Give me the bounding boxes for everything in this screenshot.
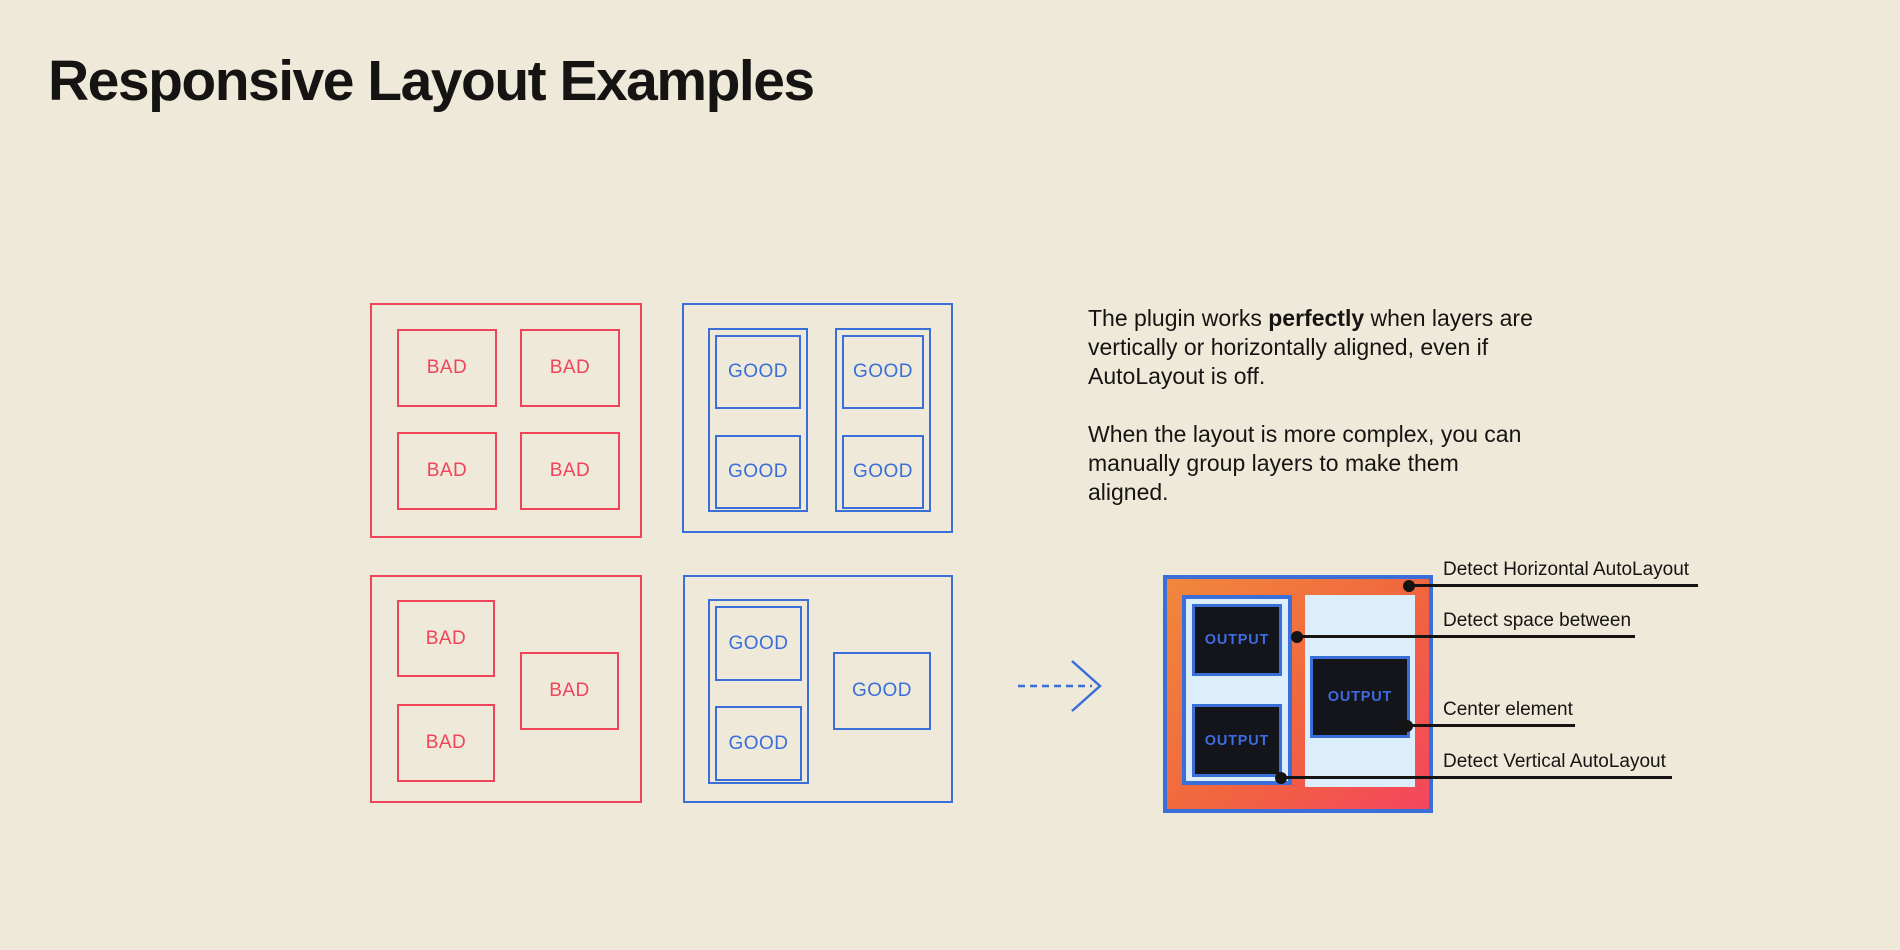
bad-box: BAD — [397, 329, 497, 407]
example-bad-grid: BAD BAD BAD BAD — [370, 303, 642, 538]
output-box: OUTPUT — [1192, 604, 1282, 676]
good-box: GOOD — [715, 435, 801, 509]
page-title: Responsive Layout Examples — [48, 49, 815, 113]
good-column-group: GOOD GOOD — [708, 599, 809, 784]
description-text: when layers are vertically or horizontal… — [1088, 305, 1533, 389]
bad-box: BAD — [520, 652, 619, 730]
output-preview-frame: OUTPUT OUTPUT OUTPUT — [1163, 575, 1433, 813]
description-text: The plugin works — [1088, 305, 1269, 331]
callout-line-center-element — [1401, 719, 1575, 732]
example-good-complex: GOOD GOOD GOOD — [683, 575, 953, 803]
bad-box: BAD — [397, 600, 495, 677]
output-box: OUTPUT — [1310, 656, 1410, 738]
callout-dot — [1291, 630, 1303, 643]
callout-dot — [1275, 771, 1287, 784]
callout-line-space-between — [1291, 630, 1635, 643]
callout-label-space-between: Detect space between — [1443, 610, 1632, 631]
output-center-panel: OUTPUT — [1305, 595, 1415, 787]
good-box: GOOD — [842, 435, 924, 509]
bad-box: BAD — [520, 329, 620, 407]
bad-box: BAD — [397, 704, 495, 782]
good-column-group: GOOD GOOD — [708, 328, 808, 512]
good-box: GOOD — [715, 335, 801, 409]
good-box: GOOD — [715, 606, 802, 681]
output-vertical-group: OUTPUT OUTPUT — [1182, 595, 1292, 785]
description-paragraph-2: When the layout is more complex, you can… — [1088, 421, 1522, 505]
transform-arrow-icon — [1018, 660, 1102, 712]
callout-line-horizontal-autolayout — [1403, 579, 1698, 592]
good-box: GOOD — [833, 652, 931, 730]
bad-box: BAD — [397, 432, 497, 510]
callout-label-horizontal-autolayout: Detect Horizontal AutoLayout — [1443, 559, 1690, 580]
callout-line-vertical-autolayout — [1275, 771, 1672, 784]
callout-dot — [1403, 579, 1415, 592]
callout-dot — [1401, 719, 1413, 732]
good-column-group: GOOD GOOD — [835, 328, 931, 512]
output-box: OUTPUT — [1192, 704, 1282, 777]
example-bad-complex: BAD BAD BAD — [370, 575, 642, 803]
description-bold-word: perfectly — [1268, 305, 1365, 331]
example-good-grid: GOOD GOOD GOOD GOOD — [682, 303, 953, 533]
callout-label-vertical-autolayout: Detect Vertical AutoLayout — [1443, 751, 1666, 772]
description: The plugin works perfectly when layers a… — [1088, 304, 1543, 507]
bad-box: BAD — [520, 432, 620, 510]
callout-label-center-element: Center element — [1443, 699, 1573, 720]
description-paragraph-1: The plugin works perfectly when layers a… — [1088, 304, 1543, 391]
good-box: GOOD — [842, 335, 924, 409]
good-box: GOOD — [715, 706, 802, 781]
